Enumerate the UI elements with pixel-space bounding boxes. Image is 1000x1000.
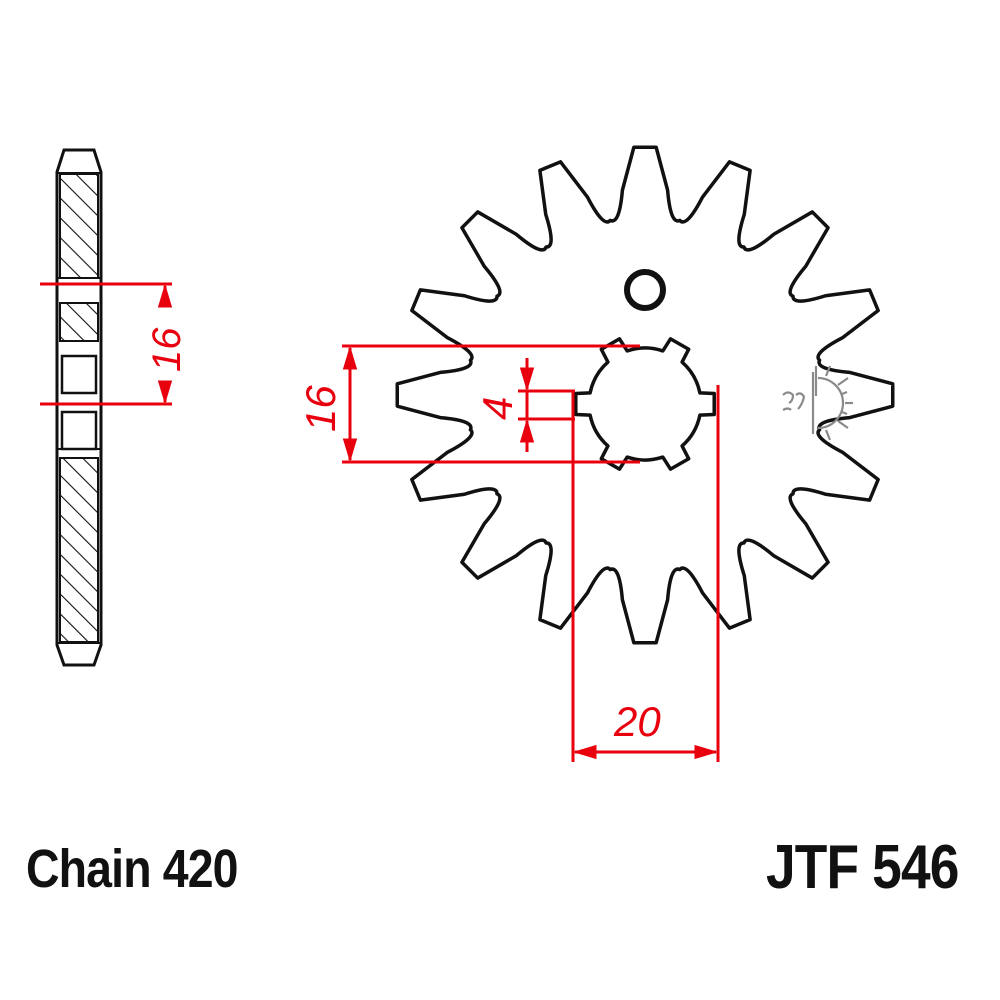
bore-height-value: 16 bbox=[297, 385, 344, 432]
part-number-label: JTF 546 bbox=[766, 833, 959, 902]
bore-height-dimension bbox=[342, 344, 640, 464]
chain-size-label: Chain 420 bbox=[26, 839, 239, 899]
sun-rotation-direction-symbol bbox=[782, 365, 853, 441]
sprocket-outline bbox=[395, 145, 895, 645]
side-thickness-dimension bbox=[40, 282, 173, 406]
bore-diameter-value: 20 bbox=[613, 698, 661, 745]
locating-hole bbox=[624, 269, 666, 311]
side-thickness-value: 16 bbox=[145, 327, 189, 372]
spline-width-value: 4 bbox=[474, 397, 521, 420]
bore-diameter-dimension bbox=[571, 385, 720, 762]
spline-bore bbox=[574, 337, 716, 471]
spline-width-dimension bbox=[518, 358, 575, 452]
side-view bbox=[55, 148, 103, 667]
